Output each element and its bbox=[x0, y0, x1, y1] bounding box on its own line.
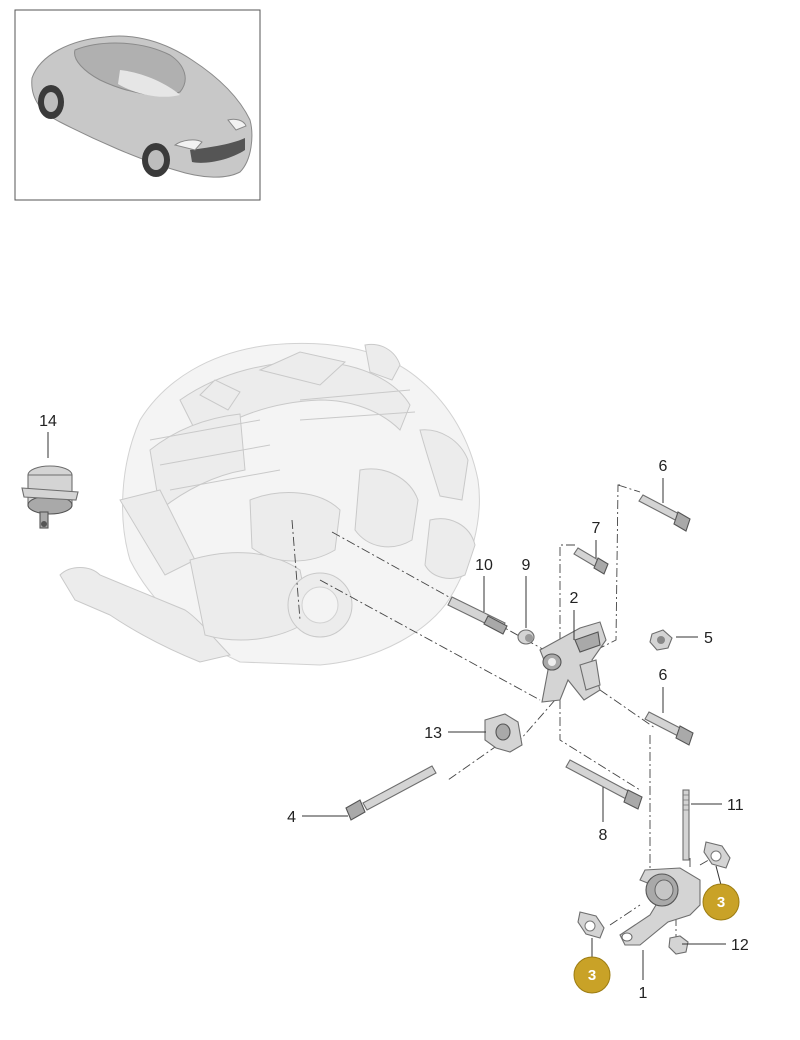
part-11-stud bbox=[682, 789, 690, 861]
part-4-bolt bbox=[345, 765, 437, 821]
engine-assembly bbox=[59, 342, 480, 666]
callout-4: 4 bbox=[287, 809, 296, 826]
part-2-bracket bbox=[539, 621, 607, 703]
badge-3-left: 3 bbox=[573, 956, 611, 994]
part-14-hydraulic-mount bbox=[21, 465, 79, 529]
part-1-engine-mount bbox=[619, 867, 701, 946]
part-3-washer-left bbox=[577, 911, 605, 939]
vehicle-thumbnail bbox=[14, 9, 261, 201]
callout-9: 9 bbox=[522, 557, 531, 574]
part-8-bolt bbox=[565, 759, 643, 810]
part-6-bolt-lower bbox=[644, 711, 694, 746]
callout-2: 2 bbox=[570, 590, 579, 607]
part-13-mount bbox=[484, 713, 523, 753]
callout-labels: 14 6 7 10 9 2 5 6 13 4 8 11 12 1 bbox=[39, 413, 749, 1002]
part-12-nut bbox=[668, 935, 689, 955]
part-3-washer-right bbox=[703, 841, 731, 869]
callout-11: 11 bbox=[727, 797, 744, 814]
callout-14: 14 bbox=[39, 413, 57, 430]
callout-13: 13 bbox=[424, 725, 442, 742]
part-7-bolt bbox=[573, 547, 609, 575]
callout-6-lower: 6 bbox=[659, 667, 668, 684]
callout-10: 10 bbox=[475, 557, 493, 574]
svg-text:3: 3 bbox=[588, 967, 596, 984]
callout-8: 8 bbox=[599, 827, 608, 844]
badge-3-right: 3 bbox=[702, 883, 740, 921]
callout-1: 1 bbox=[639, 985, 648, 1002]
callout-7: 7 bbox=[592, 520, 601, 537]
callout-5: 5 bbox=[704, 630, 713, 647]
leader-lines bbox=[47, 432, 726, 980]
callout-6-upper: 6 bbox=[659, 458, 668, 475]
callout-12: 12 bbox=[731, 937, 749, 954]
part-5-nut bbox=[649, 629, 673, 651]
car-icon bbox=[31, 35, 253, 178]
svg-text:3: 3 bbox=[717, 894, 725, 911]
part-10-stud bbox=[447, 596, 508, 635]
part-9-spacer bbox=[517, 629, 535, 645]
part-6-bolt-upper bbox=[638, 494, 691, 532]
